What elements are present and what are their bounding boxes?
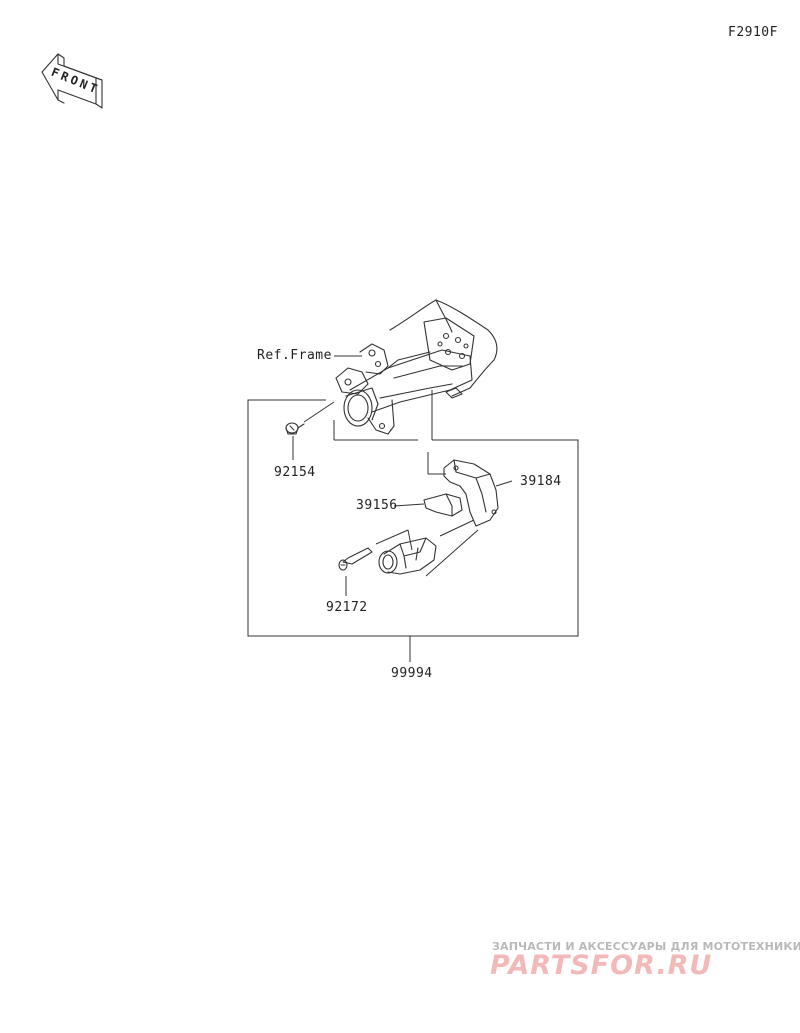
ref-frame-label: Ref.Frame [257, 348, 332, 363]
pad-39156-drawing [423, 493, 463, 517]
group-box-99994 [247, 399, 579, 637]
watermark-tagline: ЗАПЧАСТИ И АКСЕССУАРЫ ДЛЯ МОТОТЕХНИКИ [492, 940, 800, 953]
part-number-92172: 92172 [326, 600, 368, 615]
watermark-logo: PARTSFOR.RU [490, 950, 713, 981]
bolt-92172-drawing [338, 547, 373, 571]
part-number-39156: 39156 [356, 498, 398, 513]
bolt-92154-drawing [285, 422, 305, 435]
part-number-99994: 99994 [391, 666, 433, 681]
front-arrow-icon [41, 53, 103, 109]
part-number-92154: 92154 [274, 465, 316, 480]
diagram-code: F2910F [728, 25, 778, 40]
part-number-39184: 39184 [520, 474, 562, 489]
bracket-39184-drawing [443, 459, 499, 527]
frame-reference-drawing [335, 299, 498, 435]
clamp-assembly-drawing [378, 537, 437, 575]
